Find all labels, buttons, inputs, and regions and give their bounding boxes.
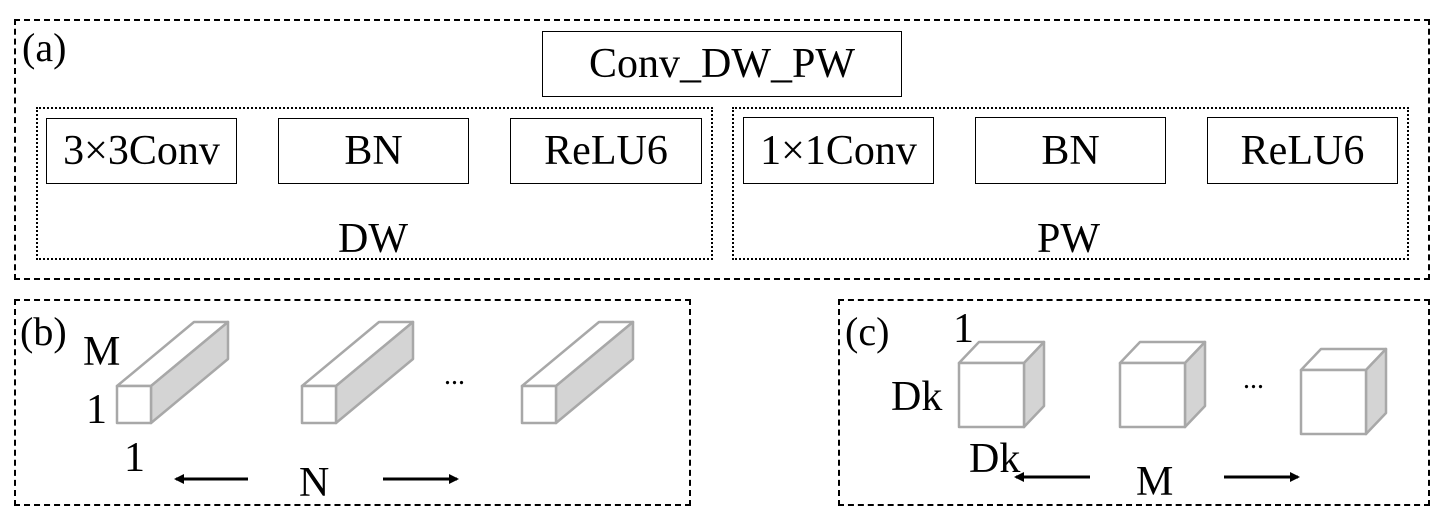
pw-group-label: PW xyxy=(1037,216,1100,262)
panel-b-cuboid-2-front-face xyxy=(300,384,338,425)
dw-group-label: DW xyxy=(338,216,408,262)
panel-a-label: (a) xyxy=(22,25,67,70)
panel-b-ellipsis: ... xyxy=(444,360,465,391)
panel-c-frame xyxy=(838,299,1430,506)
panel-b-label: (b) xyxy=(20,309,67,354)
panel-c-depth-label: 1 xyxy=(953,306,974,352)
panel-c-cube-3 xyxy=(1299,347,1388,436)
panel-c-cube-3-front-face xyxy=(1299,368,1368,436)
panel-a-frame xyxy=(14,19,1430,280)
panel-b-cuboid-2 xyxy=(300,320,415,425)
panel-b-depth-label: M xyxy=(83,329,121,375)
panel-c-height-label: Dk xyxy=(891,374,943,420)
panel-c-count-label: M xyxy=(1136,459,1174,505)
panel-c-width-label: Dk xyxy=(969,436,1021,482)
panel-b-cuboid-3 xyxy=(520,320,635,425)
panel-c-label: (c) xyxy=(845,309,890,354)
panel-b-cuboid-1-front-face xyxy=(115,384,153,425)
dw-group-frame xyxy=(36,107,713,260)
pw-conv1x1-block: 1×1Conv xyxy=(743,117,934,184)
panel-b-cuboid-3-front-face xyxy=(520,384,558,425)
panel-c-ellipsis: ... xyxy=(1243,364,1264,395)
panel-c-cube-1 xyxy=(957,340,1046,429)
panel-b-height-label: 1 xyxy=(86,387,107,433)
pw-bn-block: BN xyxy=(975,117,1166,184)
pw-relu6-block: ReLU6 xyxy=(1207,117,1398,184)
panel-b-frame xyxy=(14,299,691,506)
panel-c-cube-2 xyxy=(1118,340,1207,429)
dw-bn-block: BN xyxy=(278,118,469,184)
panel-b-width-label: 1 xyxy=(124,435,145,481)
pw-group-frame xyxy=(732,107,1409,260)
conv-dw-pw-title-box: Conv_DW_PW xyxy=(542,31,902,97)
panel-b-cuboid-1 xyxy=(115,320,230,425)
panel-b-count-label: N xyxy=(299,460,330,506)
panel-c-cube-1-front-face xyxy=(957,361,1026,429)
dw-conv3x3-block: 3×3Conv xyxy=(46,118,237,184)
panel-c-cube-2-front-face xyxy=(1118,361,1187,429)
dw-relu6-block: ReLU6 xyxy=(510,118,702,184)
